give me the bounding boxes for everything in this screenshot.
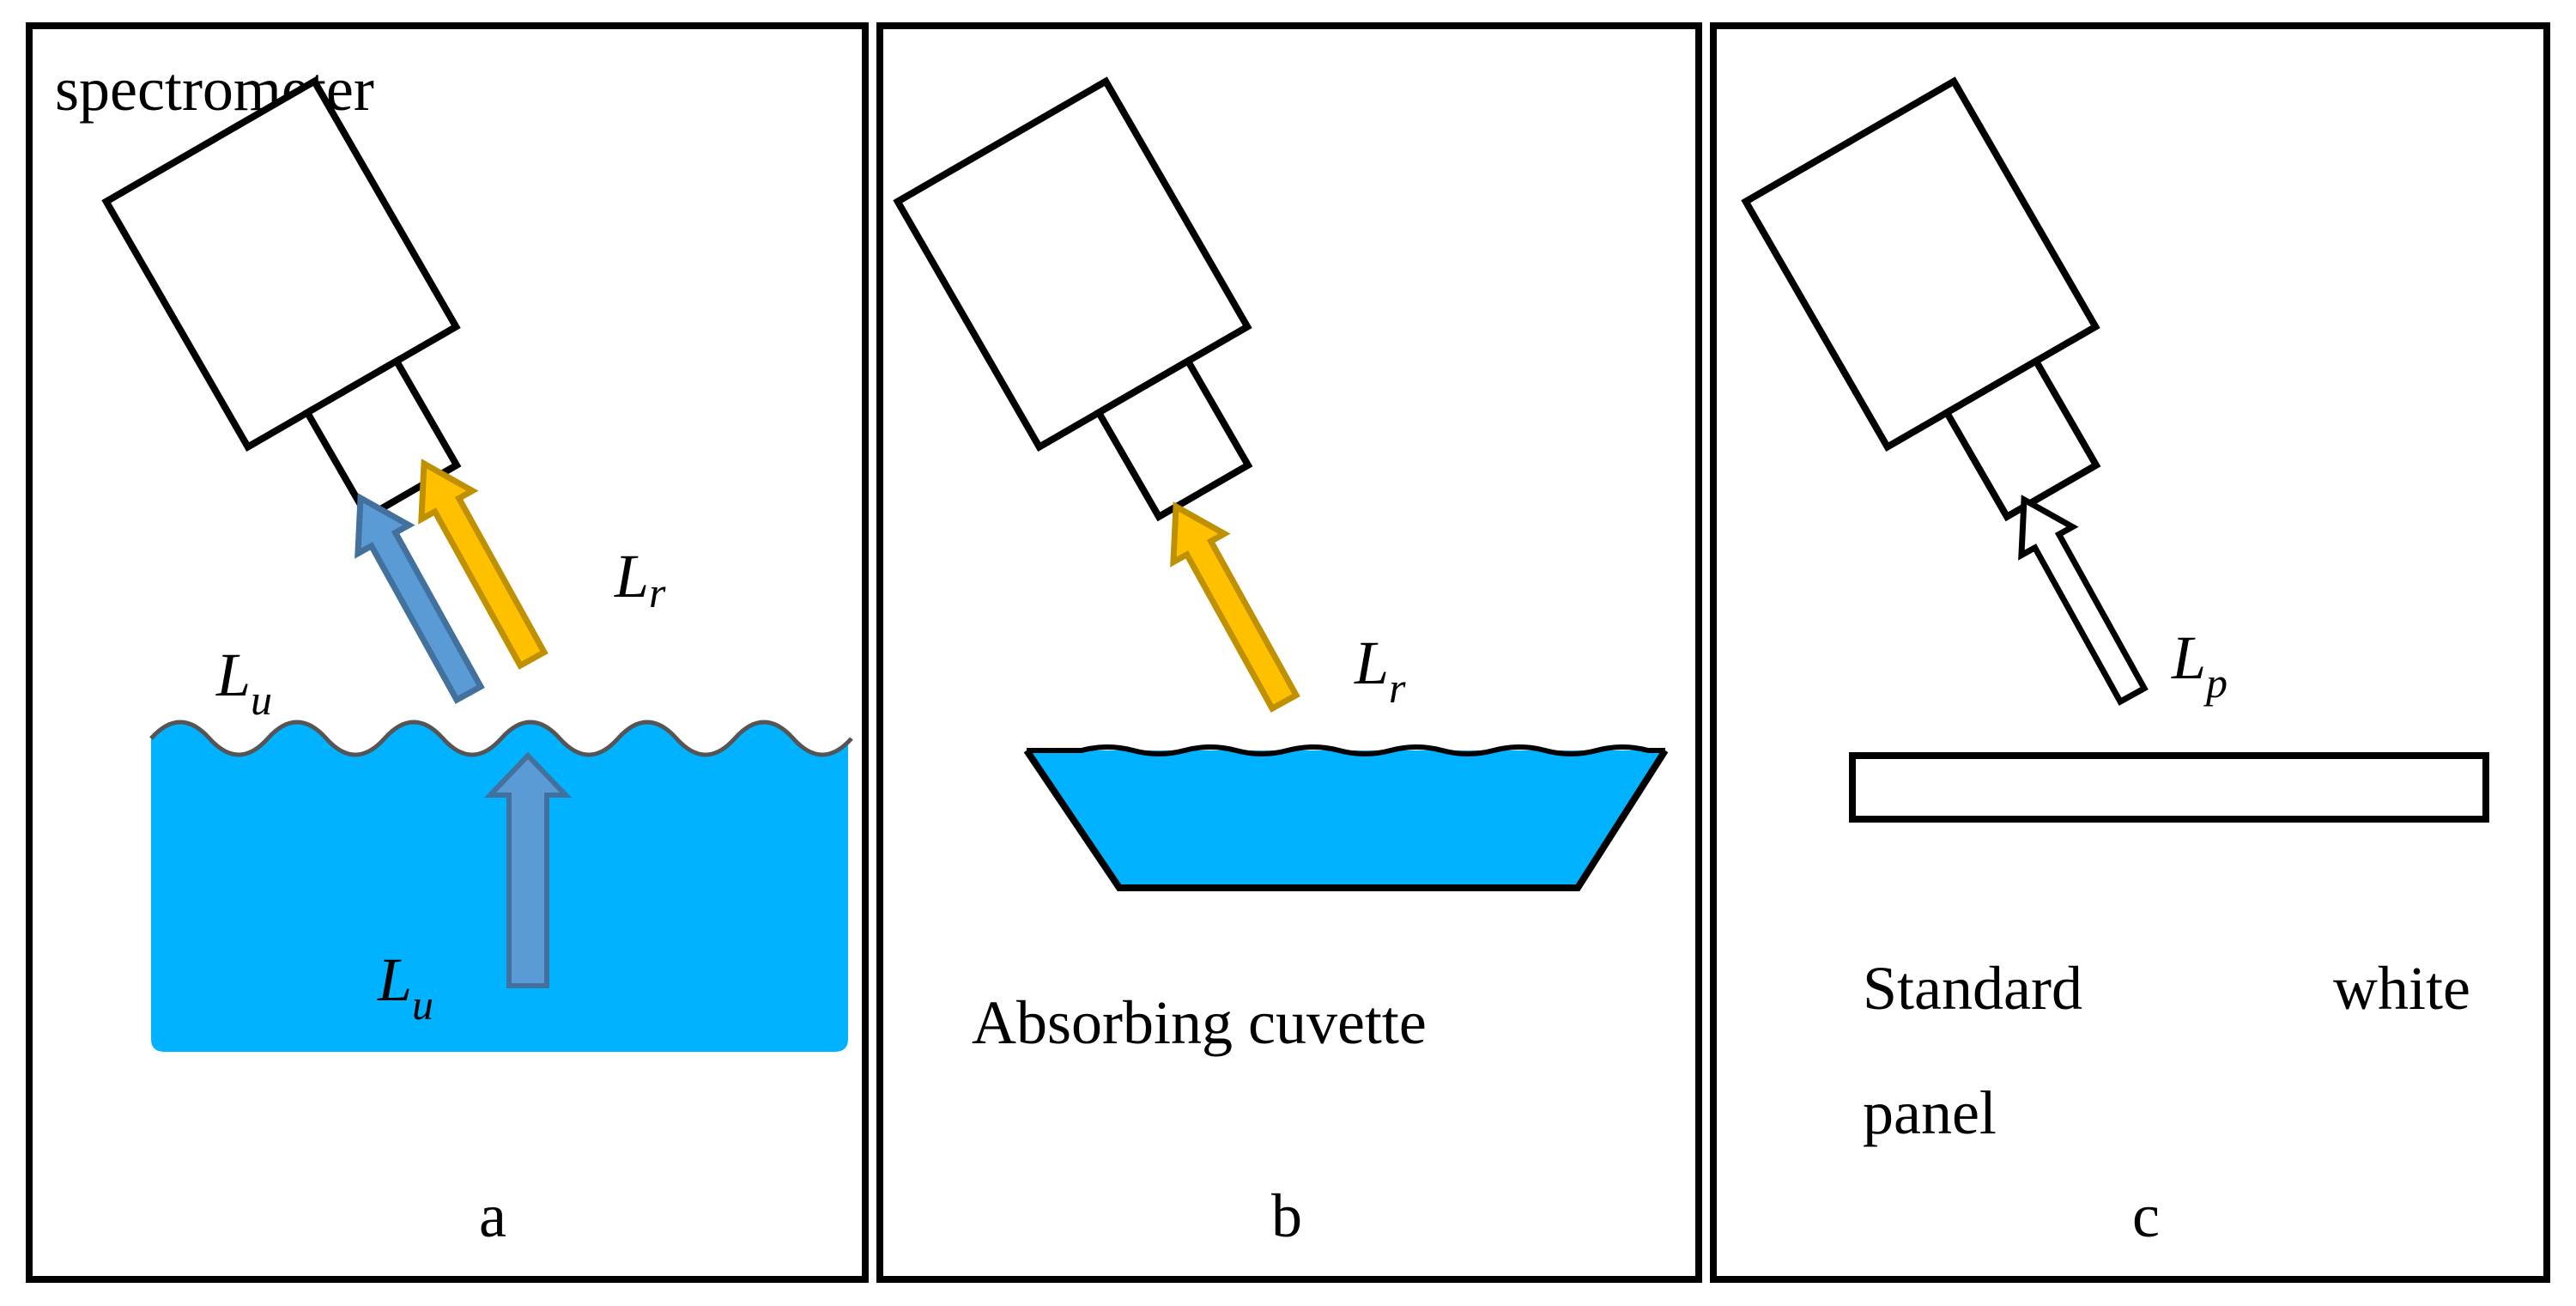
panel-label-white: white <box>2333 954 2470 1023</box>
panel-a: spectrometer Lr Lu Lu a <box>55 55 853 1250</box>
water-surface-line <box>149 720 853 757</box>
label-lu-surface: Lu <box>215 641 272 724</box>
spectrometer-icon <box>898 82 1307 551</box>
panel-label-standard: Standard <box>1863 954 2082 1023</box>
panel-caption-a: a <box>479 1181 506 1250</box>
panel-label-panel: panel <box>1863 1078 1997 1147</box>
absorbing-cuvette <box>1023 744 1669 891</box>
spectrometer-icon <box>1746 82 2155 551</box>
panel-c: Lp Standard white panel c <box>1746 82 2489 1250</box>
reflected-arrow-icon <box>1150 493 1310 716</box>
label-lu-underwater: Lu <box>377 945 433 1029</box>
cuvette-label: Absorbing cuvette <box>972 988 1427 1057</box>
panel-caption-b: b <box>1271 1181 1302 1250</box>
panel-radiance-arrow-icon <box>1998 486 2158 709</box>
label-lr-a: Lr <box>614 542 666 617</box>
underwater-upwelling-arrow-icon <box>483 751 573 988</box>
panel-frames <box>26 22 2550 1283</box>
panel-caption-c: c <box>2132 1181 2160 1250</box>
label-lp: Lp <box>2171 623 2227 707</box>
label-lr-b: Lr <box>1354 629 1406 712</box>
standard-white-panel <box>1849 752 2489 823</box>
panel-b: Lr Absorbing cuvette b <box>898 82 1669 1250</box>
water-body <box>151 722 852 1052</box>
